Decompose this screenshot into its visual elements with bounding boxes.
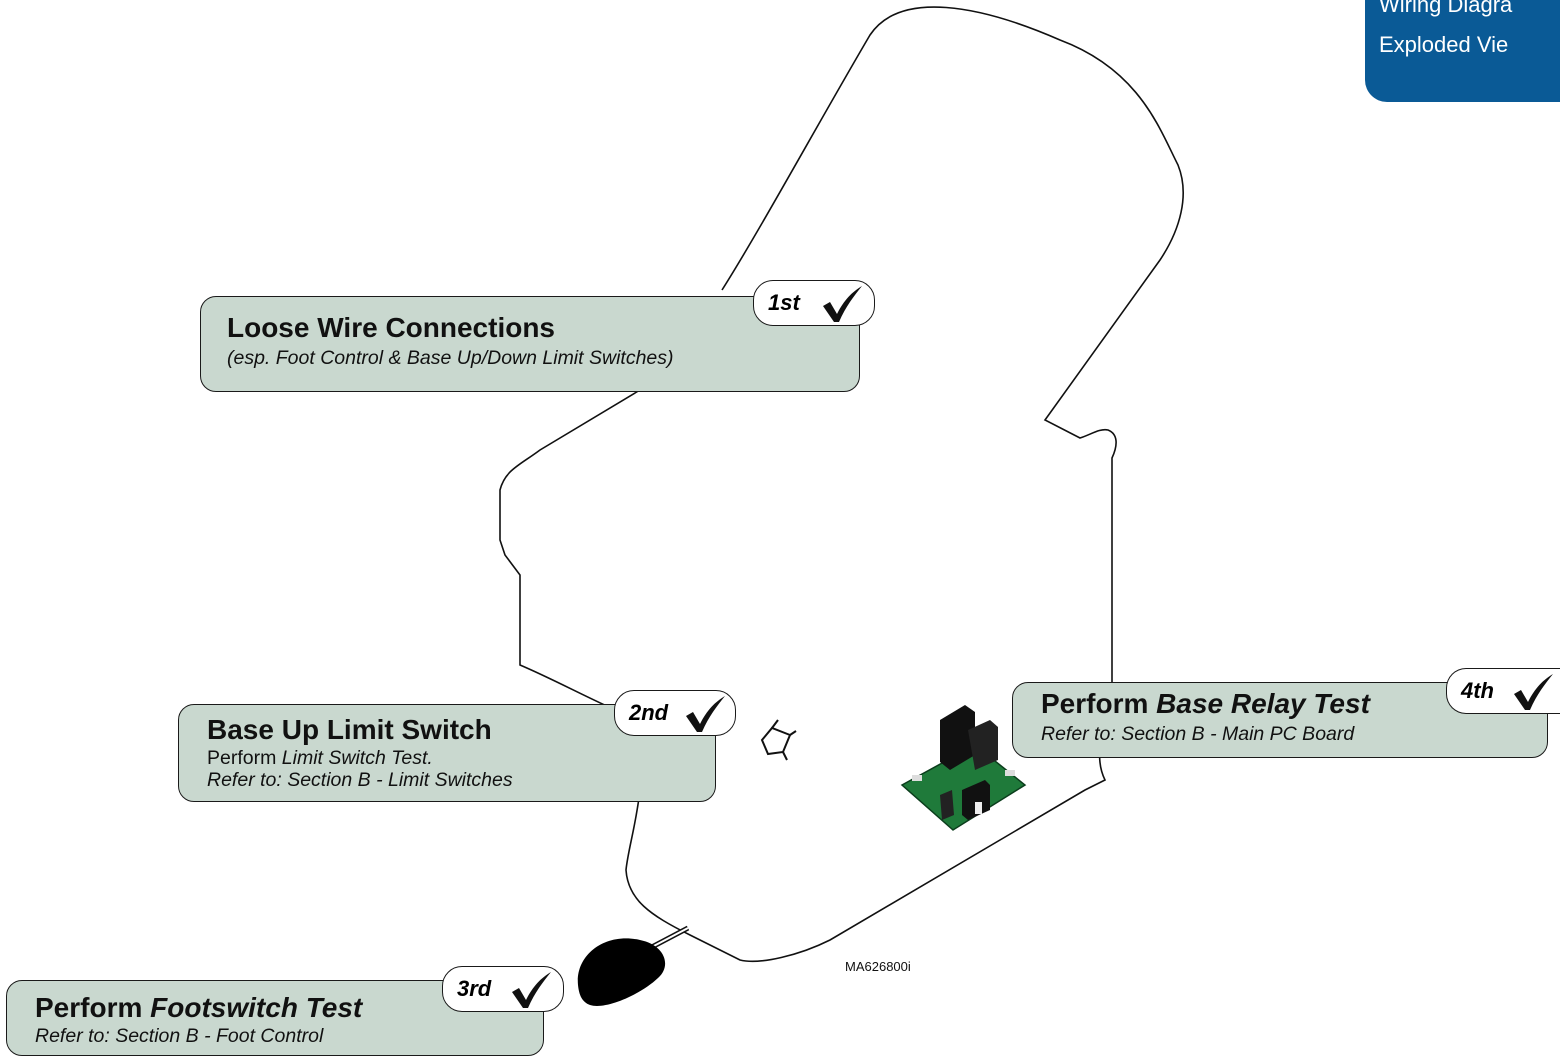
refer-line: Refer to: Section B - Foot Control bbox=[35, 1025, 324, 1047]
figure-id: MA626800i bbox=[845, 959, 911, 974]
check-mark-icon bbox=[512, 972, 551, 1008]
step-label: 1st bbox=[768, 290, 800, 315]
callout-title: Perform Base Relay Test bbox=[1041, 688, 1370, 719]
check-mark-icon bbox=[823, 286, 862, 322]
callout-loose-wire-connections: Loose Wire Connections (esp. Foot Contro… bbox=[200, 296, 860, 392]
callout-detail: (esp. Foot Control & Base Up/Down Limit … bbox=[227, 347, 674, 369]
check-mark-icon bbox=[1514, 674, 1553, 710]
wiring-diagram-link[interactable]: Wiring Diagra bbox=[1379, 0, 1513, 17]
foot-control-icon bbox=[577, 938, 666, 1006]
refer-line: Refer to: Section B - Main PC Board bbox=[1041, 723, 1355, 745]
callout-title: Base Up Limit Switch bbox=[207, 714, 492, 745]
perform-line: Perform Limit Switch Test. bbox=[207, 747, 433, 769]
step-badge-1st: 1st bbox=[753, 280, 875, 326]
step-badge-4th: 4th bbox=[1446, 668, 1560, 714]
navigation-tab: Wiring Diagra Exploded Vie bbox=[1365, 0, 1560, 102]
refer-line: Refer to: Section B - Limit Switches bbox=[207, 769, 513, 791]
pc-board-icon bbox=[900, 705, 1027, 831]
limit-switch-icon bbox=[760, 719, 797, 761]
callout-title: Perform Footswitch Test bbox=[35, 992, 363, 1023]
step-badge-2nd: 2nd bbox=[614, 690, 736, 736]
step-badge-3rd: 3rd bbox=[442, 966, 564, 1012]
check-mark-icon bbox=[686, 696, 725, 732]
step-label: 4th bbox=[1461, 678, 1494, 703]
chair-outline bbox=[499, 6, 1184, 963]
exploded-view-link[interactable]: Exploded Vie bbox=[1379, 32, 1509, 57]
step-label: 3rd bbox=[457, 976, 492, 1001]
step-label: 2nd bbox=[629, 700, 669, 725]
callout-title: Loose Wire Connections bbox=[227, 312, 556, 343]
